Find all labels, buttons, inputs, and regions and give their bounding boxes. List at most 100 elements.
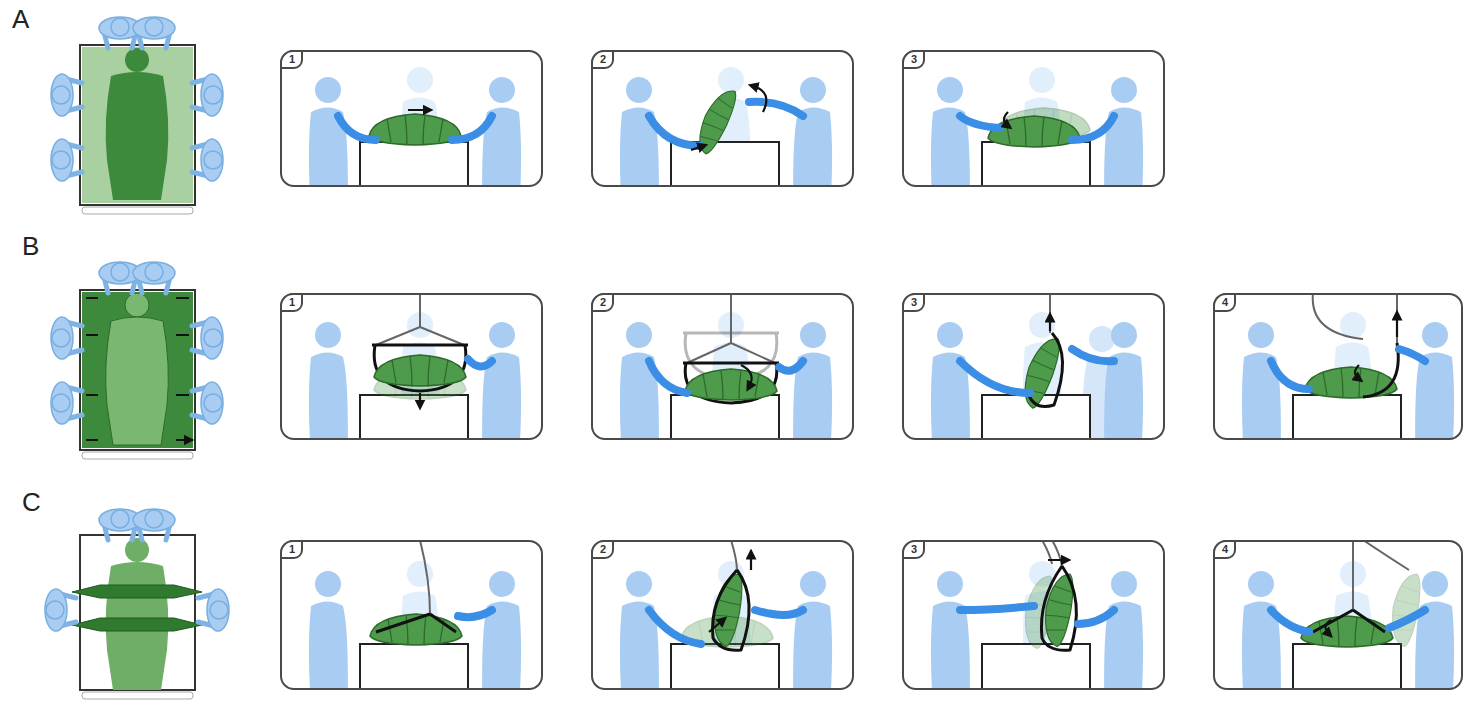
- caregiver: [51, 382, 82, 424]
- hoist-rope: [420, 540, 430, 614]
- lift-arrow: [1396, 315, 1398, 337]
- patient-top: [106, 538, 169, 690]
- row-letter: B: [22, 231, 39, 261]
- bed: [1293, 644, 1401, 690]
- step-panel: 3: [902, 50, 1165, 187]
- row-letter: C: [22, 487, 41, 517]
- sling: [713, 570, 750, 650]
- caregiver: [192, 74, 223, 116]
- caregiver: [133, 17, 175, 48]
- step-number: 1: [280, 540, 303, 559]
- panel-art: [309, 67, 521, 187]
- step-number: 2: [591, 50, 614, 69]
- caregiver: [931, 77, 970, 187]
- top-view-b: [51, 262, 223, 459]
- hoist-rope: [1353, 540, 1409, 610]
- bed: [360, 395, 468, 440]
- patient: [1305, 367, 1397, 398]
- sling: [683, 363, 779, 403]
- caregiver: [482, 322, 521, 440]
- step-panel: 2: [591, 50, 854, 187]
- sling: [372, 345, 468, 391]
- sheet: [82, 292, 193, 448]
- caregiver: [620, 571, 659, 690]
- step-panel: 1: [280, 50, 543, 187]
- lift-arrow: [1049, 317, 1051, 331]
- patient: [685, 369, 777, 400]
- panel-art: [309, 293, 521, 440]
- caregiver: [51, 74, 82, 116]
- step-panel: 1: [280, 293, 543, 440]
- panel-art: [931, 540, 1143, 690]
- hoist-rope: [1049, 293, 1051, 333]
- patient: [1016, 333, 1064, 411]
- caregiver: [1104, 571, 1143, 690]
- sling: [1028, 333, 1063, 407]
- caregiver: [793, 322, 832, 440]
- caregiver: [931, 571, 970, 690]
- sling: [1363, 343, 1398, 397]
- step-panel: 4: [1213, 540, 1463, 690]
- arm: [649, 116, 701, 146]
- hoist-rope: [731, 540, 737, 570]
- step-number: 4: [1213, 540, 1236, 559]
- panel-art: [931, 293, 1143, 440]
- caregiver: [1104, 77, 1143, 187]
- arm: [779, 361, 803, 371]
- caregiver: [793, 571, 832, 690]
- arm: [960, 606, 1034, 610]
- turn-arrow: [753, 86, 766, 112]
- caregiver: [51, 317, 82, 359]
- arm: [1078, 610, 1114, 624]
- arm: [1072, 116, 1114, 140]
- bed-top: [80, 290, 195, 450]
- bed-end: [82, 207, 193, 214]
- arm: [452, 116, 492, 140]
- step-number: 3: [902, 293, 925, 312]
- arm: [1072, 349, 1114, 361]
- caregiver: [133, 262, 175, 293]
- panel-art: [309, 540, 521, 690]
- step-number: 2: [591, 293, 614, 312]
- hoist-rope: [687, 293, 775, 363]
- patient: [374, 355, 466, 386]
- arm: [649, 610, 701, 644]
- hoist-rope: [1313, 293, 1397, 343]
- arm: [960, 116, 1000, 128]
- caregiver: [1415, 571, 1454, 690]
- bed: [1293, 395, 1401, 440]
- caregiver: [931, 322, 970, 440]
- arm: [755, 610, 803, 615]
- sling: [376, 614, 456, 632]
- caregiver: [192, 139, 223, 181]
- caregiver: [192, 317, 223, 359]
- turn-arrow: [709, 620, 723, 632]
- arm: [1389, 610, 1425, 628]
- panel-art: [1242, 540, 1454, 690]
- top-view-a: [51, 17, 223, 214]
- caregiver: [309, 322, 348, 440]
- bed-top: [80, 535, 195, 690]
- hoist-rope: [1042, 540, 1062, 566]
- caregiver: [1415, 322, 1454, 440]
- step-panel: 1: [280, 540, 543, 690]
- move-arrow: [1004, 112, 1008, 126]
- bed: [360, 644, 468, 690]
- row-letter: A: [12, 4, 29, 34]
- panel-art: [1242, 293, 1454, 440]
- top-view-c: [45, 509, 229, 699]
- arm: [338, 116, 376, 140]
- bed-end: [82, 692, 193, 699]
- lower-arrow: [1325, 620, 1331, 634]
- step-number: 2: [591, 540, 614, 559]
- caregiver: [192, 382, 223, 424]
- sling: [1041, 566, 1076, 650]
- panel-art: [620, 540, 832, 690]
- patient: [369, 114, 461, 145]
- turn-arrow: [741, 365, 752, 387]
- step-number: 3: [902, 50, 925, 69]
- bed: [360, 142, 468, 187]
- arm: [468, 359, 492, 367]
- lower-arrow: [419, 393, 421, 405]
- turn-arrow: [1355, 365, 1359, 379]
